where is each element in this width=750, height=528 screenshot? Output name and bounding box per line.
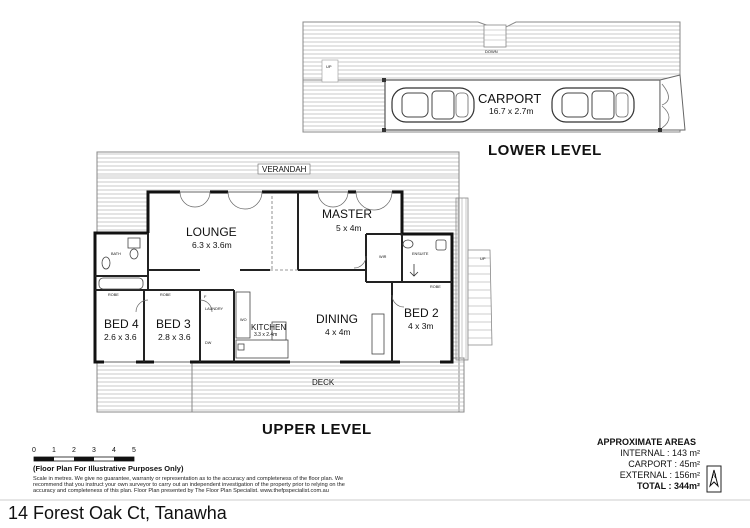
area-row-carport: CARPORT : 45m² bbox=[510, 459, 700, 469]
scale-tick-3: 3 bbox=[92, 447, 96, 454]
area-value: 143 m² bbox=[671, 448, 700, 458]
property-address: 14 Forest Oak Ct, Tanawha bbox=[8, 503, 227, 523]
wir-label: WIR bbox=[379, 255, 387, 259]
kitchen-label: KITCHEN bbox=[251, 323, 287, 332]
kitchen-benches bbox=[235, 291, 385, 359]
master-size: 5 x 4m bbox=[336, 223, 362, 233]
deck-area bbox=[191, 357, 465, 413]
bed3-size: 2.8 x 3.6 bbox=[158, 332, 191, 342]
carport-ramp bbox=[659, 74, 686, 131]
ensuite-fixtures bbox=[402, 239, 447, 277]
disclaimer-line-1: Scale in metres. We give no guarantee, w… bbox=[33, 476, 344, 482]
svg-text:N: N bbox=[712, 474, 716, 480]
internal-floor bbox=[95, 192, 452, 362]
scale-tick-0: 0 bbox=[32, 447, 36, 454]
upper-stair-up-label: UP bbox=[480, 256, 486, 261]
disclaimer-line-3: accuracy and completeness of this plan. … bbox=[33, 488, 329, 494]
lower-stair-up-label: UP bbox=[326, 64, 332, 69]
lower-stair-down-label: DOWN bbox=[485, 49, 498, 54]
dining-label: DINING bbox=[316, 312, 358, 326]
car-1-icon bbox=[391, 87, 475, 123]
upper-stairs bbox=[467, 249, 493, 346]
carport-size: 16.7 x 2.7m bbox=[489, 106, 534, 116]
area-label: EXTERNAL : bbox=[619, 470, 672, 480]
illustrative-note: (Floor Plan For Illustrative Purposes On… bbox=[33, 464, 184, 473]
lower-left-stair bbox=[321, 59, 339, 83]
scale-bar bbox=[33, 456, 135, 462]
dining-size: 4 x 4m bbox=[325, 327, 351, 337]
upper-level-title: UPPER LEVEL bbox=[262, 421, 372, 438]
area-label: INTERNAL : bbox=[620, 448, 670, 458]
upper-level bbox=[93, 151, 493, 413]
area-row-total: TOTAL : 344m² bbox=[510, 481, 700, 491]
lower-level-title: LOWER LEVEL bbox=[488, 142, 602, 159]
robe-1-label: ROBE bbox=[108, 293, 119, 297]
scale-tick-4: 4 bbox=[112, 447, 116, 454]
area-label: TOTAL : bbox=[636, 481, 672, 491]
robe-2-label: ROBE bbox=[160, 293, 171, 297]
disclaimer-line-2: recommend that you instruct your own sur… bbox=[33, 482, 345, 488]
dw-label: DW bbox=[205, 341, 212, 345]
bed4-label: BED 4 bbox=[104, 317, 139, 331]
area-value: 156m² bbox=[674, 470, 700, 480]
laundry-label: LAUNDRY bbox=[205, 307, 224, 311]
side-walkway bbox=[455, 197, 469, 361]
robe-3-label: ROBE bbox=[430, 285, 441, 289]
car-2-icon bbox=[551, 87, 635, 123]
fridge-label: F bbox=[204, 294, 207, 299]
bed3-label: BED 3 bbox=[156, 317, 191, 331]
area-row-internal: INTERNAL : 143 m² bbox=[510, 448, 700, 458]
master-label: MASTER bbox=[322, 207, 373, 221]
scale-tick-2: 2 bbox=[72, 447, 76, 454]
areas-title: APPROXIMATE AREAS bbox=[597, 437, 697, 447]
area-row-external: EXTERNAL : 156m² bbox=[510, 470, 700, 480]
lower-level bbox=[302, 21, 686, 133]
lounge-size: 6.3 x 3.6m bbox=[192, 240, 232, 250]
verandah-label: VERANDAH bbox=[262, 165, 307, 174]
deck-label: DECK bbox=[312, 378, 335, 387]
scale-tick-1: 1 bbox=[52, 447, 56, 454]
bed2-label: BED 2 bbox=[404, 306, 439, 320]
bed2-size: 4 x 3m bbox=[408, 321, 434, 331]
bath-label: BATH bbox=[111, 252, 121, 256]
ensuite-label: ENSUITE bbox=[412, 252, 429, 256]
carport-door-swings bbox=[661, 83, 670, 129]
carport-label: CARPORT bbox=[478, 91, 542, 106]
area-value: 344m² bbox=[673, 481, 700, 491]
bed4-size: 2.6 x 3.6 bbox=[104, 332, 137, 342]
compass-icon: N bbox=[706, 465, 722, 493]
wo-label: WO bbox=[240, 318, 247, 322]
area-value: 45m² bbox=[679, 459, 700, 469]
scale-tick-5: 5 bbox=[132, 447, 136, 454]
lower-stair bbox=[483, 24, 507, 48]
area-label: CARPORT : bbox=[628, 459, 677, 469]
kitchen-size: 3.3 x 2.4m bbox=[254, 332, 278, 338]
bathroom-fixtures bbox=[98, 237, 144, 290]
lounge-label: LOUNGE bbox=[186, 225, 237, 239]
